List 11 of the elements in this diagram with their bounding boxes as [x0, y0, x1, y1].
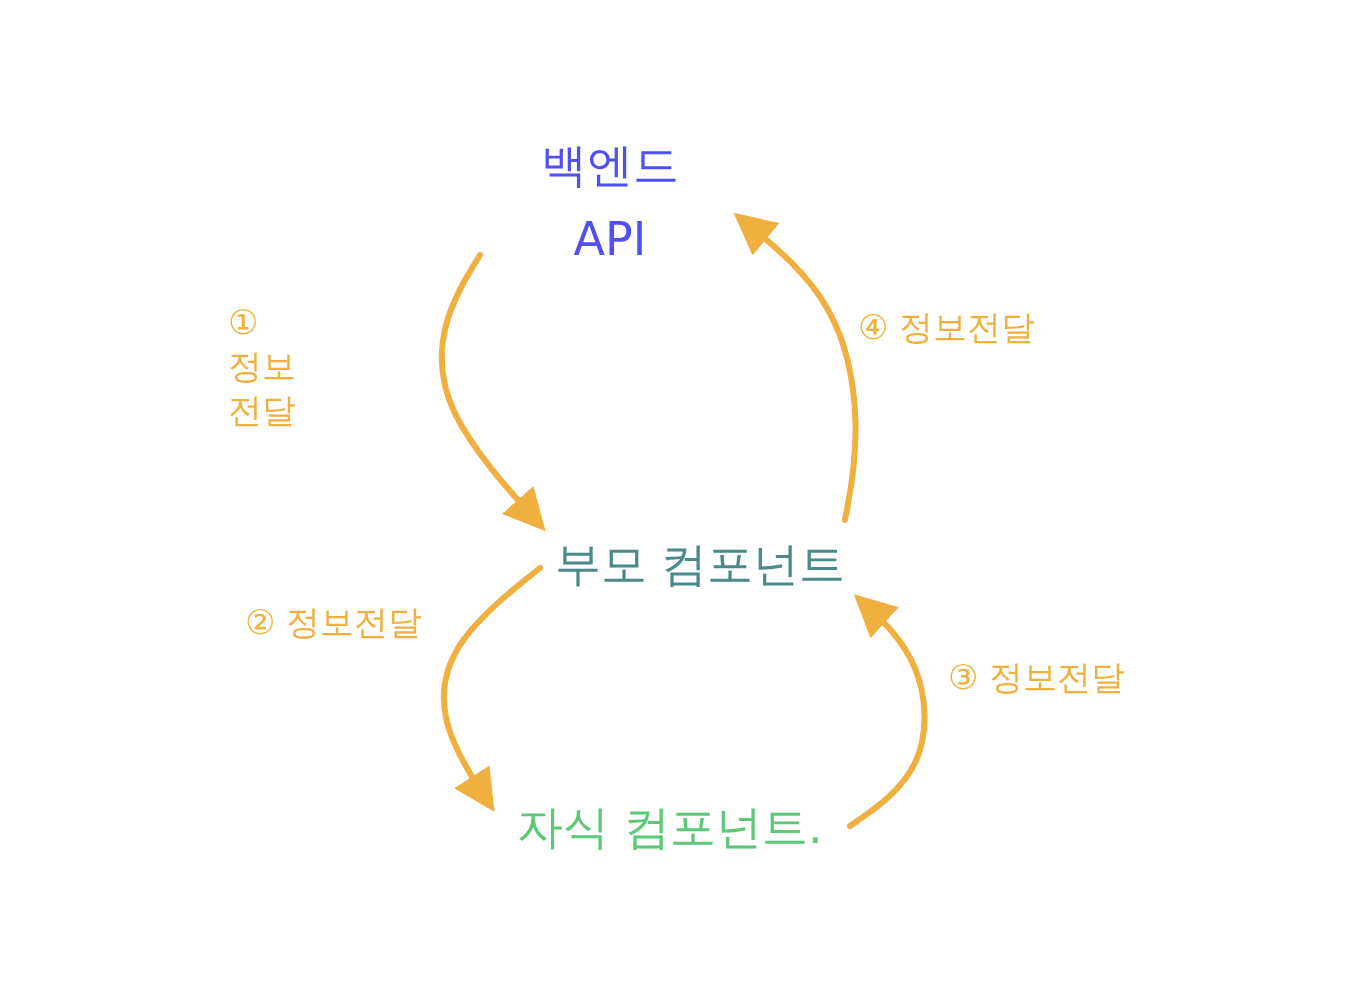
- edge-label: ④ 정보전달: [858, 306, 1037, 349]
- arrow: [847, 594, 928, 829]
- node-label: 자식 컴포넌트.: [517, 798, 823, 856]
- arrow: [733, 212, 859, 523]
- arrow: [440, 564, 543, 813]
- edge-label: ① 정보 전달: [228, 301, 297, 433]
- arrow: [438, 251, 546, 532]
- edge-label: ② 정보전달: [245, 601, 424, 644]
- edge-label: ③ 정보전달: [948, 656, 1127, 699]
- node-label: 백엔드 API: [540, 136, 680, 268]
- node-label: 부모 컴포넌트: [554, 536, 846, 594]
